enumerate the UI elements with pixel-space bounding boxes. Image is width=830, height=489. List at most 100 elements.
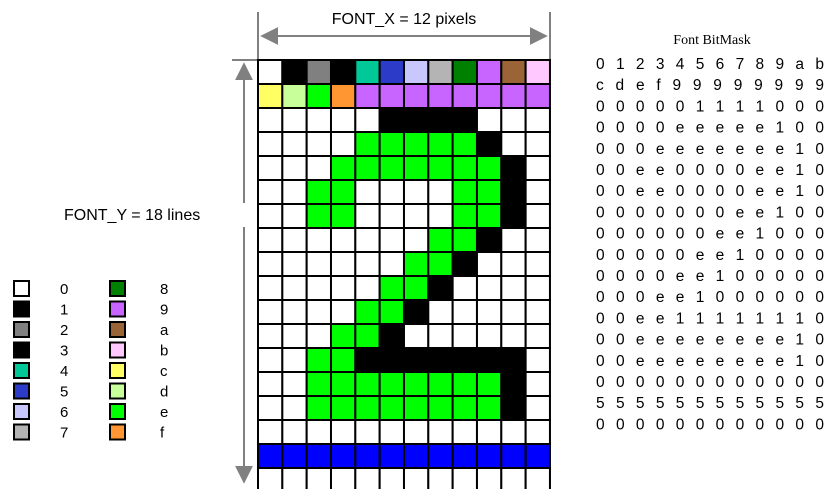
pixel-cell [475, 371, 503, 397]
pixel-cell [451, 227, 478, 253]
pixel-cell [427, 467, 454, 489]
pixel-cell [475, 419, 503, 445]
pixel-cell [427, 203, 454, 229]
pixel-cell [524, 275, 551, 301]
pixel-cell [451, 395, 478, 421]
pixel-cell [354, 443, 381, 469]
pixel-cell [329, 323, 357, 349]
pixel-cell [257, 347, 284, 373]
pixel-cell [475, 59, 503, 85]
pixel-cell [257, 227, 284, 253]
legend-label: 9 [160, 302, 168, 319]
pixel-cell [305, 155, 332, 181]
pixel-cell [427, 443, 454, 469]
bitmask-row: 0 0 0 0 0 e e 1 0 0 0 0 [596, 247, 824, 264]
pixel-cell [402, 83, 430, 109]
pixel-cell [257, 155, 284, 181]
font-y-dimension: FONT_Y = 18 lines [60, 59, 258, 484]
pixel-cell [378, 323, 405, 349]
pixel-cell [402, 59, 430, 85]
pixel-cell [475, 347, 503, 373]
pixel-cell [305, 275, 332, 301]
legend-label: 5 [60, 384, 68, 401]
bitmask-row: 5 5 5 5 5 5 5 5 5 5 5 5 [596, 395, 824, 412]
pixel-cell [281, 443, 308, 469]
pixel-cell [257, 83, 284, 109]
pixel-cell [500, 419, 527, 445]
pixel-cell [402, 467, 430, 489]
pixel-cell [281, 251, 308, 277]
pixel-cell [451, 251, 478, 277]
legend-swatch [13, 280, 30, 297]
pixel-cell [305, 83, 332, 109]
pixel-cell [402, 419, 430, 445]
pixel-cell [329, 275, 357, 301]
pixel-cell [305, 203, 332, 229]
pixel-cell [427, 251, 454, 277]
pixel-cell [354, 371, 381, 397]
pixel-cell [281, 155, 308, 181]
pixel-cell [524, 83, 551, 109]
pixel-cell [281, 323, 308, 349]
pixel-cell [281, 203, 308, 229]
pixel-cell [475, 155, 503, 181]
pixel-cell [257, 251, 284, 277]
pixel-cell [378, 59, 405, 85]
pixel-cell [427, 179, 454, 205]
pixel-cell [402, 155, 430, 181]
font-y-label-bg [60, 203, 256, 227]
pixel-cell [500, 299, 527, 325]
pixel-cell [427, 371, 454, 397]
pixel-cell [402, 107, 430, 133]
pixel-cell [354, 251, 381, 277]
pixel-cell [354, 299, 381, 325]
pixel-cell [451, 179, 478, 205]
bitmask-row: 0 0 e e 0 0 0 0 e e 1 0 [596, 162, 824, 179]
pixel-cell [305, 299, 332, 325]
legend-swatch [109, 403, 126, 420]
pixel-cell [354, 59, 381, 85]
pixel-cell [281, 419, 308, 445]
pixel-cell [281, 227, 308, 253]
pixel-cell [475, 179, 503, 205]
legend-label: 1 [60, 302, 68, 319]
pixel-cell [500, 131, 527, 157]
pixel-cell [475, 227, 503, 253]
pixel-cell [329, 251, 357, 277]
pixel-cell [427, 131, 454, 157]
pixel-cell [281, 179, 308, 205]
pixel-cell [305, 323, 332, 349]
pixel-cell [354, 395, 381, 421]
pixel-cell [475, 107, 503, 133]
pixel-cell [281, 371, 308, 397]
pixel-cell [281, 107, 308, 133]
pixel-cell [354, 347, 381, 373]
pixel-cell [451, 443, 478, 469]
pixel-cell [402, 347, 430, 373]
pixel-cell [354, 83, 381, 109]
legend-label: 8 [160, 281, 168, 298]
pixel-cell [257, 467, 284, 489]
bitmask-row: 0 0 0 e e e e e e e 1 0 [596, 141, 824, 158]
pixel-cell [500, 371, 527, 397]
pixel-cell [402, 371, 430, 397]
pixel-cell [451, 371, 478, 397]
pixel-cell [500, 59, 527, 85]
pixel-cell [329, 347, 357, 373]
legend-label: e [160, 404, 168, 421]
font-x-dimension: FONT_X = 12 pixels [257, 6, 551, 60]
pixel-cell [354, 107, 381, 133]
pixel-cell [475, 323, 503, 349]
pixel-cell [257, 443, 284, 469]
pixel-cell [257, 131, 284, 157]
pixel-cell [427, 59, 454, 85]
pixel-cell [451, 59, 478, 85]
pixel-cell [329, 203, 357, 229]
bitmask-row: 0 0 e e 1 1 1 1 1 1 1 0 [596, 310, 824, 327]
pixel-cell [524, 371, 551, 397]
pixel-cell [354, 419, 381, 445]
bitmask-row: 0 0 e e e e e e e e 1 0 [596, 353, 824, 370]
bitmask-row: 0 0 0 0 0 1 1 1 1 0 0 0 [596, 98, 824, 115]
font-bitmask: Font BitMask 0 1 2 3 4 5 6 7 8 9 a bc d … [596, 33, 824, 433]
bitmask-row: 0 0 0 e e 1 0 0 0 0 0 0 [596, 289, 824, 306]
